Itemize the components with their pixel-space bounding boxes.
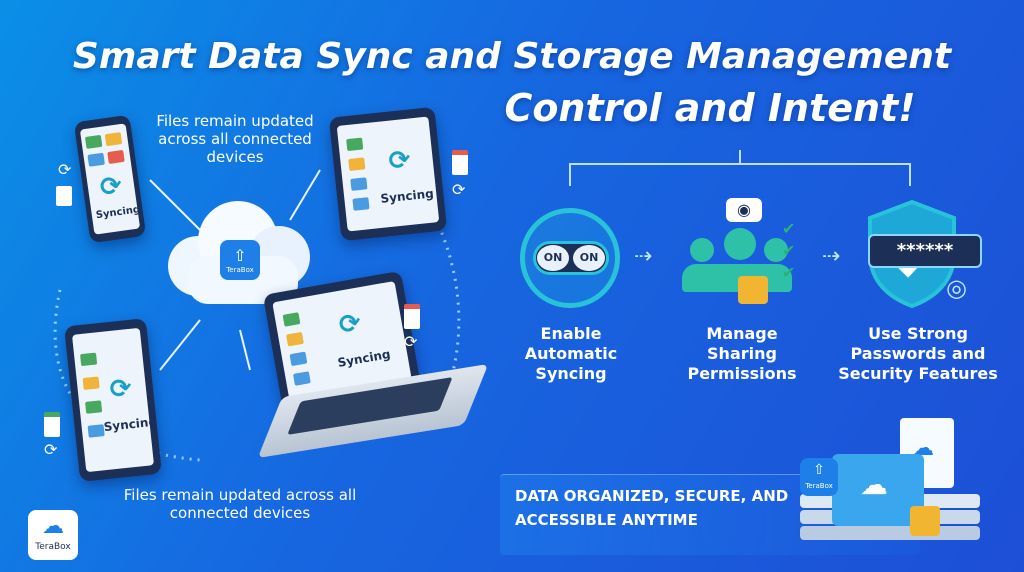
- page-title-line1: Smart Data Sync and Storage Management: [72, 36, 952, 77]
- sync-icon: ⟳: [336, 307, 364, 341]
- step-manage-permissions: Manage Sharing Permissions: [687, 324, 797, 383]
- page-title-line2: Control and Intent!: [504, 86, 916, 130]
- steps-bracket: [569, 150, 911, 186]
- sync-icon: ⟳: [404, 332, 418, 351]
- upload-icon: ⇧: [233, 246, 247, 265]
- lock-icon: [910, 506, 940, 536]
- tablet-sync-status: Syncing: [103, 414, 155, 435]
- cloud-brand: TeraBox: [226, 266, 254, 274]
- file-icon: [44, 412, 60, 437]
- sync-icon: ⟳: [58, 160, 72, 179]
- file-icon: [404, 304, 420, 329]
- caption-top: Files remain updated across all connecte…: [156, 112, 314, 166]
- sync-icon: ⟳: [44, 440, 58, 459]
- password-field: ******: [868, 234, 982, 268]
- cloud-upload-icon: ☁: [42, 514, 64, 539]
- laptop-sync-status: Syncing: [336, 346, 392, 370]
- tablet-device: ⟳ Syncing: [64, 318, 162, 482]
- file-icon: [452, 150, 468, 175]
- sync-icon: ⟳: [387, 144, 412, 177]
- arrow-right-icon: ⇢: [822, 244, 841, 269]
- stack-logo-text: TeraBox: [805, 482, 833, 490]
- sync-icon: ⟳: [98, 170, 124, 204]
- sync-toggle-icon: ON ON: [520, 208, 620, 308]
- terabox-logo: ⇧ TeraBox: [800, 458, 838, 496]
- file-icon: [56, 186, 72, 206]
- lock-icon: [738, 276, 768, 304]
- step-strong-passwords: Use Strong Passwords and Security Featur…: [838, 324, 998, 383]
- users-lock-icon: ◉: [682, 198, 802, 310]
- caption-bottom: Files remain updated across all connecte…: [123, 486, 357, 522]
- terabox-corner-logo: ☁ TeraBox: [28, 510, 78, 560]
- eye-icon: ◉: [726, 198, 762, 222]
- terabox-logo: ⇧ TeraBox: [220, 240, 260, 280]
- sync-icon: ⟳: [108, 373, 134, 406]
- monitor-sync-status: Syncing: [379, 186, 435, 206]
- monitor-device: ⟳ Syncing: [328, 106, 448, 242]
- sync-icon: ⟳: [452, 180, 466, 199]
- storage-stack-icon: ☁ ☁ ⇧ TeraBox: [790, 410, 1000, 560]
- toggle-on-label-left: ON: [537, 245, 569, 271]
- toggle-on-label-right: ON: [573, 245, 605, 271]
- check-icons: ✔✔✔: [782, 219, 796, 282]
- folder-icon: ☁: [832, 454, 924, 526]
- step-enable-syncing: Enable Automatic Syncing: [524, 324, 618, 383]
- corner-logo-text: TeraBox: [35, 542, 71, 552]
- shield-password-icon: ****** ◎: [862, 198, 982, 310]
- cloud-icon: ⇧ TeraBox: [168, 196, 310, 308]
- phone-sync-status: Syncing: [95, 204, 141, 222]
- tagline-text: DATA ORGANIZED, SECURE, AND ACCESSIBLE A…: [515, 487, 789, 529]
- arrow-right-icon: ⇢: [634, 244, 653, 269]
- fingerprint-icon: ◎: [946, 274, 967, 302]
